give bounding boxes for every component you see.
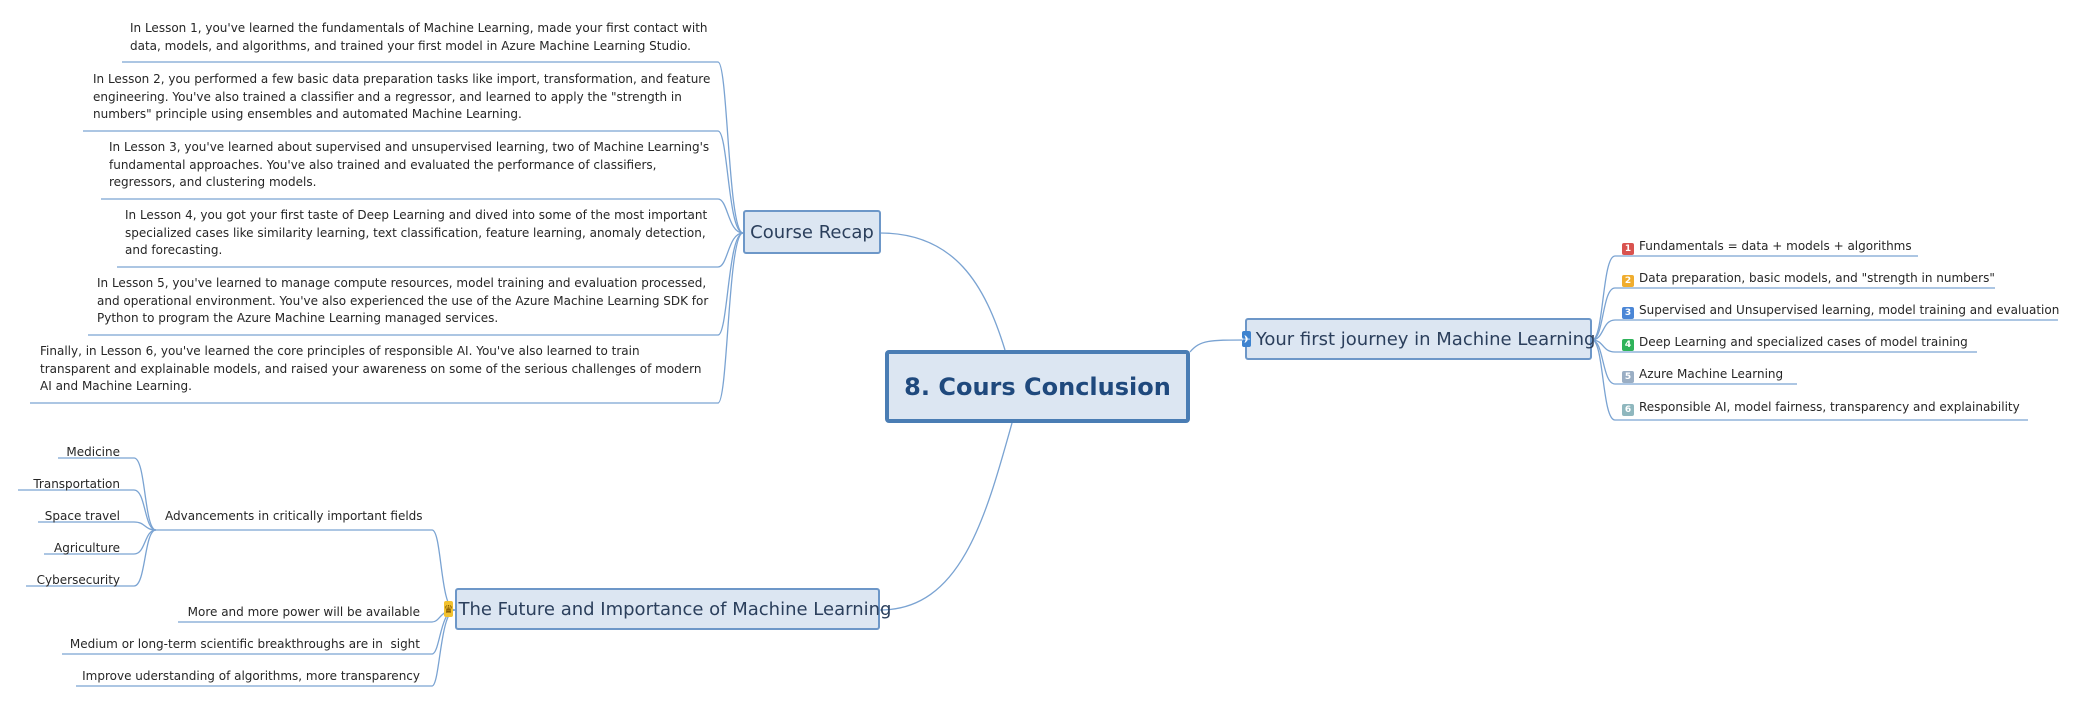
future-point-power[interactable]: More and more power will be available bbox=[187, 605, 420, 619]
lesson-1-text[interactable]: In Lesson 1, you've learned the fundamen… bbox=[130, 21, 708, 53]
course-recap-topic[interactable]: Course Recap bbox=[743, 210, 881, 254]
priority-4-icon: 4 bbox=[1622, 339, 1634, 351]
future-topic[interactable]: ♛ The Future and Importance of Machine L… bbox=[443, 588, 891, 630]
field-cybersecurity[interactable]: Cybersecurity bbox=[36, 573, 120, 587]
journey-topic[interactable]: ✈ Your first journey in Machine Learning bbox=[1241, 318, 1595, 360]
lesson-6-text[interactable]: Finally, in Lesson 6, you've learned the… bbox=[40, 344, 702, 393]
lesson-5-text[interactable]: In Lesson 5, you've learned to manage co… bbox=[97, 276, 709, 325]
journey-label: Your first journey in Machine Learning bbox=[1255, 328, 1596, 350]
priority-3-icon: 3 bbox=[1622, 307, 1634, 319]
priority-6-icon: 6 bbox=[1622, 404, 1634, 416]
future-label: The Future and Importance of Machine Lea… bbox=[458, 598, 892, 620]
field-transportation[interactable]: Transportation bbox=[33, 477, 120, 491]
future-point-transparency[interactable]: Improve uderstanding of algorithms, more… bbox=[82, 669, 420, 683]
central-topic[interactable]: 8. Cours Conclusion bbox=[885, 350, 1190, 423]
advancements-item[interactable]: Advancements in critically important fie… bbox=[165, 509, 423, 523]
airplane-icon: ✈ bbox=[1241, 331, 1251, 347]
priority-2-icon: 2 bbox=[1622, 275, 1634, 287]
priority-5-icon: 5 bbox=[1622, 371, 1634, 383]
lesson-2-text[interactable]: In Lesson 2, you performed a few basic d… bbox=[93, 72, 711, 121]
lesson-4-text[interactable]: In Lesson 4, you got your first taste of… bbox=[125, 208, 708, 257]
field-medicine[interactable]: Medicine bbox=[66, 445, 120, 459]
trophy-icon: ♛ bbox=[443, 601, 454, 617]
priority-1-icon: 1 bbox=[1622, 243, 1634, 255]
course-recap-label: Course Recap bbox=[750, 221, 874, 243]
lesson-3-text[interactable]: In Lesson 3, you've learned about superv… bbox=[109, 140, 710, 189]
field-space-travel[interactable]: Space travel bbox=[44, 509, 120, 523]
future-point-breakthroughs[interactable]: Medium or long-term scientific breakthro… bbox=[69, 637, 420, 651]
field-agriculture[interactable]: Agriculture bbox=[54, 541, 120, 555]
